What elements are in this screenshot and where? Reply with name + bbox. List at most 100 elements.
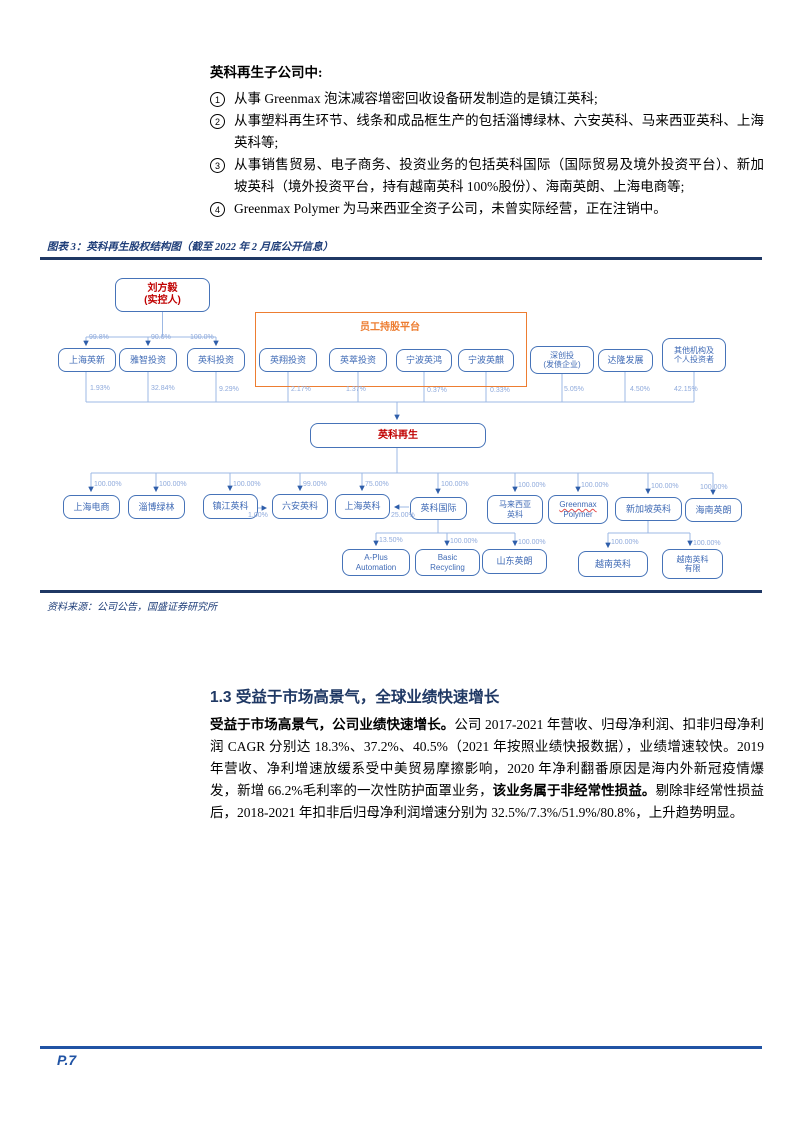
paragraph-segment-bold: 该业务属于非经常性损益。 (492, 783, 656, 798)
node-label: 上海英新 (68, 354, 105, 365)
node-line: 深创投 (550, 350, 574, 360)
org-node-ningbo-yingqi: 宁波英麒 (458, 349, 514, 372)
org-node-shanghai-yingxin: 上海英新 (58, 348, 116, 372)
list-item: 3 从事销售贸易、电子商务、投资业务的包括英科国际（国际贸易及境外投资平台）、新… (210, 154, 764, 198)
paragraph-segment-bold: 受益于市场高景气，公司业绩快速增长。 (210, 717, 455, 732)
org-node-intco: 英科再生 (310, 423, 486, 448)
node-label: 新加坡英科 (625, 503, 671, 514)
org-node-shenchuangtou: 深创投 (发债企业) (530, 346, 594, 374)
node-line: 其他机构及 (674, 345, 714, 355)
node-label: 镇江英科 (212, 501, 249, 512)
footer-rule (40, 1046, 762, 1049)
node-label: 六安英科 (281, 501, 318, 512)
org-node-yingxiang: 英翔投资 (259, 348, 317, 372)
node-label: 雅智投资 (129, 354, 166, 365)
node-label: 上海英科 (344, 501, 381, 512)
ownership-pct: 100.00% (700, 484, 728, 491)
node-line: 刘方毅 (147, 283, 178, 295)
node-label: 达隆发展 (607, 355, 644, 366)
org-node-yingcui: 英萃投资 (329, 348, 387, 372)
list-item-text: Greenmax Polymer 为马来西亚全资子公司，未曾实际经营，正在注销中… (234, 201, 667, 216)
org-node-yingke-intl: 英科国际 (410, 497, 467, 520)
org-node-dalong: 达隆发展 (598, 349, 653, 372)
node-label: 英翔投资 (269, 354, 306, 365)
org-node-yingke-touzi: 英科投资 (187, 348, 245, 372)
org-node-greenmax-polymer: Greenmax Polymer (548, 495, 608, 524)
ownership-pct: 100.00% (94, 481, 122, 488)
node-line: A-Plus (364, 553, 388, 563)
body-paragraph: 受益于市场高景气，公司业绩快速增长。公司 2017-2021 年营收、归母净利润… (210, 714, 764, 824)
node-line: 马来西亚 (499, 500, 531, 510)
ownership-pct: 0.37% (427, 387, 447, 394)
org-node-hainan-yinglang: 海南英朗 (685, 498, 742, 522)
ownership-pct: 100.00% (651, 483, 679, 490)
org-node-vietnam-yingke-ltd: 越南英科 有限 (662, 549, 723, 579)
paragraph-segment: 剔除非经常性损益后，2018-2021 年扣非后归母净利润增速分别为 32.5%… (210, 783, 765, 820)
node-line: Greenmax (559, 500, 597, 510)
ownership-pct: 99.00% (303, 481, 327, 488)
section-heading: 1.3 受益于市场高景气，全球业绩快速增长 (210, 689, 500, 706)
node-line: (实控人) (144, 295, 181, 306)
employee-platform-label: 员工持股平台 (360, 322, 420, 333)
node-label: 宁波英麒 (467, 355, 504, 366)
org-node-zibo-lvlin: 淄博绿林 (128, 495, 185, 519)
node-label: 山东英朗 (496, 556, 533, 567)
node-label: 英萃投资 (339, 354, 376, 365)
node-label: 宁波英鸿 (405, 355, 442, 366)
list-item: 2 从事塑料再生环节、线条和成品框生产的包括淄博绿林、六安英科、马来西亚英科、上… (210, 110, 764, 154)
ownership-pct: 75.00% (365, 481, 389, 488)
node-line: Polymer (563, 509, 593, 519)
list-item-text: 从事塑料再生环节、线条和成品框生产的包括淄博绿林、六安英科、马来西亚英科、上海英… (234, 113, 764, 150)
node-line: 个人投资者 (674, 355, 714, 364)
org-chart-connectors (83, 312, 716, 549)
org-node-singapore-yingke: 新加坡英科 (615, 497, 682, 521)
ownership-pct: 100.00% (159, 481, 187, 488)
ownership-pct: 90.0% (151, 334, 171, 341)
ownership-pct: 32.84% (151, 385, 175, 392)
ownership-pct: 100.0% (190, 334, 214, 341)
org-node-yazhi: 雅智投资 (119, 348, 177, 372)
ownership-pct: 0.33% (490, 387, 510, 394)
figure-bottom-rule (40, 590, 762, 593)
node-line: 越南英科 (676, 554, 709, 564)
list-item-text: 从事 Greenmax 泡沫减容增密回收设备研发制造的是镇江英科; (234, 91, 598, 106)
org-node-basic-recycling: Basic Recycling (415, 549, 480, 576)
node-line: 英科 (507, 509, 523, 519)
ownership-pct: 100.00% (450, 538, 478, 545)
circled-number-icon: 1 (210, 92, 225, 107)
org-node-zhenjiang-yingke: 镇江英科 (203, 494, 258, 519)
ownership-pct: 42.15% (674, 386, 698, 393)
circled-number-icon: 4 (210, 202, 225, 217)
intro-heading: 英科再生子公司中: (210, 65, 323, 80)
node-line: Automation (355, 562, 397, 572)
list-item: 1 从事 Greenmax 泡沫减容增密回收设备研发制造的是镇江英科; (210, 88, 764, 110)
ownership-pct: 100.00% (611, 539, 639, 546)
employee-platform-frame (255, 312, 527, 387)
figure-source: 资料来源：公司公告，国盛证券研究所 (47, 602, 217, 613)
node-label: 海南英朗 (695, 504, 732, 515)
org-node-shanghai-yingke: 上海英科 (335, 494, 390, 519)
node-line: Basic (437, 553, 458, 563)
ownership-pct: 100.00% (581, 482, 609, 489)
ownership-pct: 1.37% (346, 386, 366, 393)
org-node-shandong-yinglang: 山东英朗 (482, 549, 547, 574)
org-node-ningbo-yinghong: 宁波英鸿 (396, 349, 452, 372)
intro-block: 英科再生子公司中: 1 从事 Greenmax 泡沫减容增密回收设备研发制造的是… (210, 61, 764, 220)
paragraph-segment: 公司 2017-2021 年营收、归母净利润、扣非归母净利润 CAGR 分别达 … (210, 717, 765, 798)
ownership-pct: 9.29% (219, 386, 239, 393)
ownership-pct: 4.50% (630, 386, 650, 393)
ownership-pct: 100.00% (441, 481, 469, 488)
node-label: 越南英科 (594, 558, 631, 569)
node-label: 淄博绿林 (138, 501, 175, 512)
list-item-text: 从事销售贸易、电子商务、投资业务的包括英科国际（国际贸易及境外投资平台）、新加坡… (234, 157, 764, 194)
org-node-other-investors: 其他机构及 个人投资者 (662, 338, 726, 372)
ownership-pct: 13.50% (379, 537, 403, 544)
ownership-pct: 5.05% (564, 386, 584, 393)
circled-number-icon: 2 (210, 114, 225, 129)
org-node-vietnam-yingke: 越南英科 (578, 551, 648, 577)
ownership-pct: 100.00% (518, 482, 546, 489)
node-line: (发债企业) (543, 360, 581, 369)
ownership-pct: 100.00% (518, 539, 546, 546)
list-item: 4 Greenmax Polymer 为马来西亚全资子公司，未曾实际经营，正在注… (210, 198, 764, 220)
